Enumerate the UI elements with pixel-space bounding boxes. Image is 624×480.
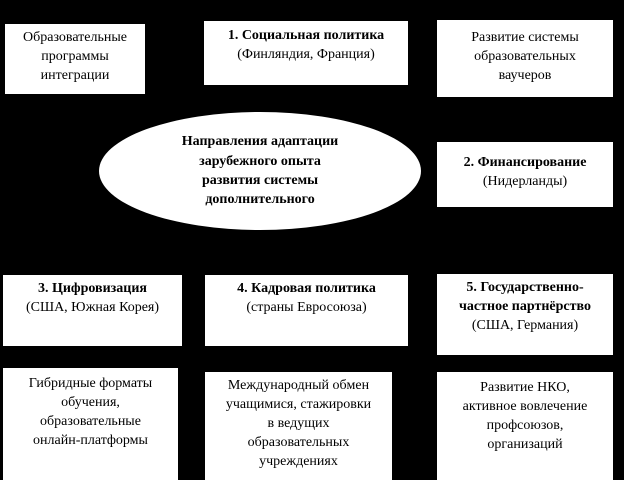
box-title: частное партнёрство bbox=[459, 298, 591, 314]
box-integration-programs: Образовательные программы интеграции bbox=[5, 24, 145, 94]
box-title: 2. Финансирование bbox=[463, 155, 587, 170]
box-international-exchange: Международный обмен учащимися, стажировк… bbox=[205, 372, 392, 480]
ellipse-line: зарубежного опыта bbox=[199, 153, 321, 169]
box-line: Развитие системы bbox=[471, 30, 579, 45]
box-title: 3. Цифровизация bbox=[37, 281, 148, 296]
box-personnel-policy: 4. Кадровая политика (страны Евросоюза) bbox=[205, 275, 408, 346]
box-public-private-partnership: 5. Государственно- частное партнёрство (… bbox=[437, 274, 613, 355]
box-subtitle: (страны Евросоюза) bbox=[246, 299, 367, 315]
box-digitalization: 3. Цифровизация (США, Южная Корея) bbox=[3, 275, 182, 346]
box-line: профсоюзов, bbox=[486, 417, 564, 433]
box-hybrid-formats: Гибридные форматы обучения, образователь… bbox=[3, 368, 178, 480]
box-line: учащимися, стажировки bbox=[225, 396, 372, 412]
box-social-policy: 1. Социальная политика (Финляндия, Франц… bbox=[204, 21, 408, 85]
box-line: организаций bbox=[487, 436, 563, 452]
box-line: обучения, bbox=[61, 394, 120, 410]
box-title: 5. Государственно- bbox=[466, 280, 584, 295]
box-subtitle: (Финляндия, Франция) bbox=[237, 46, 375, 62]
box-line: активное вовлечение bbox=[462, 398, 588, 414]
box-line: онлайн-платформы bbox=[33, 432, 148, 448]
box-subtitle: (США, Южная Корея) bbox=[25, 299, 160, 315]
box-financing: 2. Финансирование (Нидерланды) bbox=[437, 142, 613, 207]
box-line: Развитие НКО, bbox=[480, 380, 570, 395]
box-line: образовательных bbox=[474, 48, 576, 64]
ellipse-line: развития системы bbox=[201, 173, 319, 188]
box-line: в ведущих bbox=[267, 415, 330, 431]
box-line: интеграции bbox=[40, 67, 110, 83]
box-title: 4. Кадровая политика bbox=[237, 281, 376, 296]
box-subtitle: (Нидерланды) bbox=[482, 173, 568, 189]
ellipse-line: дополнительного bbox=[205, 192, 315, 208]
box-line: Международный обмен bbox=[227, 378, 370, 393]
box-line: Образовательные bbox=[23, 30, 127, 45]
box-line: образовательные bbox=[40, 413, 141, 429]
box-line: образовательных bbox=[247, 434, 350, 450]
box-line: ваучеров bbox=[498, 67, 552, 83]
box-line: программы bbox=[41, 48, 109, 64]
box-ngo-development: Развитие НКО, активное вовлечение профсо… bbox=[437, 372, 613, 480]
box-subtitle: (США, Германия) bbox=[471, 317, 579, 333]
box-line: Гибридные форматы bbox=[28, 376, 153, 391]
box-voucher-system: Развитие системы образовательных ваучеро… bbox=[437, 20, 613, 97]
ellipse-central-topic: Направления адаптации зарубежного опыта … bbox=[99, 112, 421, 230]
ellipse-line: Направления адаптации bbox=[181, 134, 339, 150]
box-line: учреждениях bbox=[259, 453, 338, 469]
box-title: 1. Социальная политика bbox=[227, 28, 385, 43]
